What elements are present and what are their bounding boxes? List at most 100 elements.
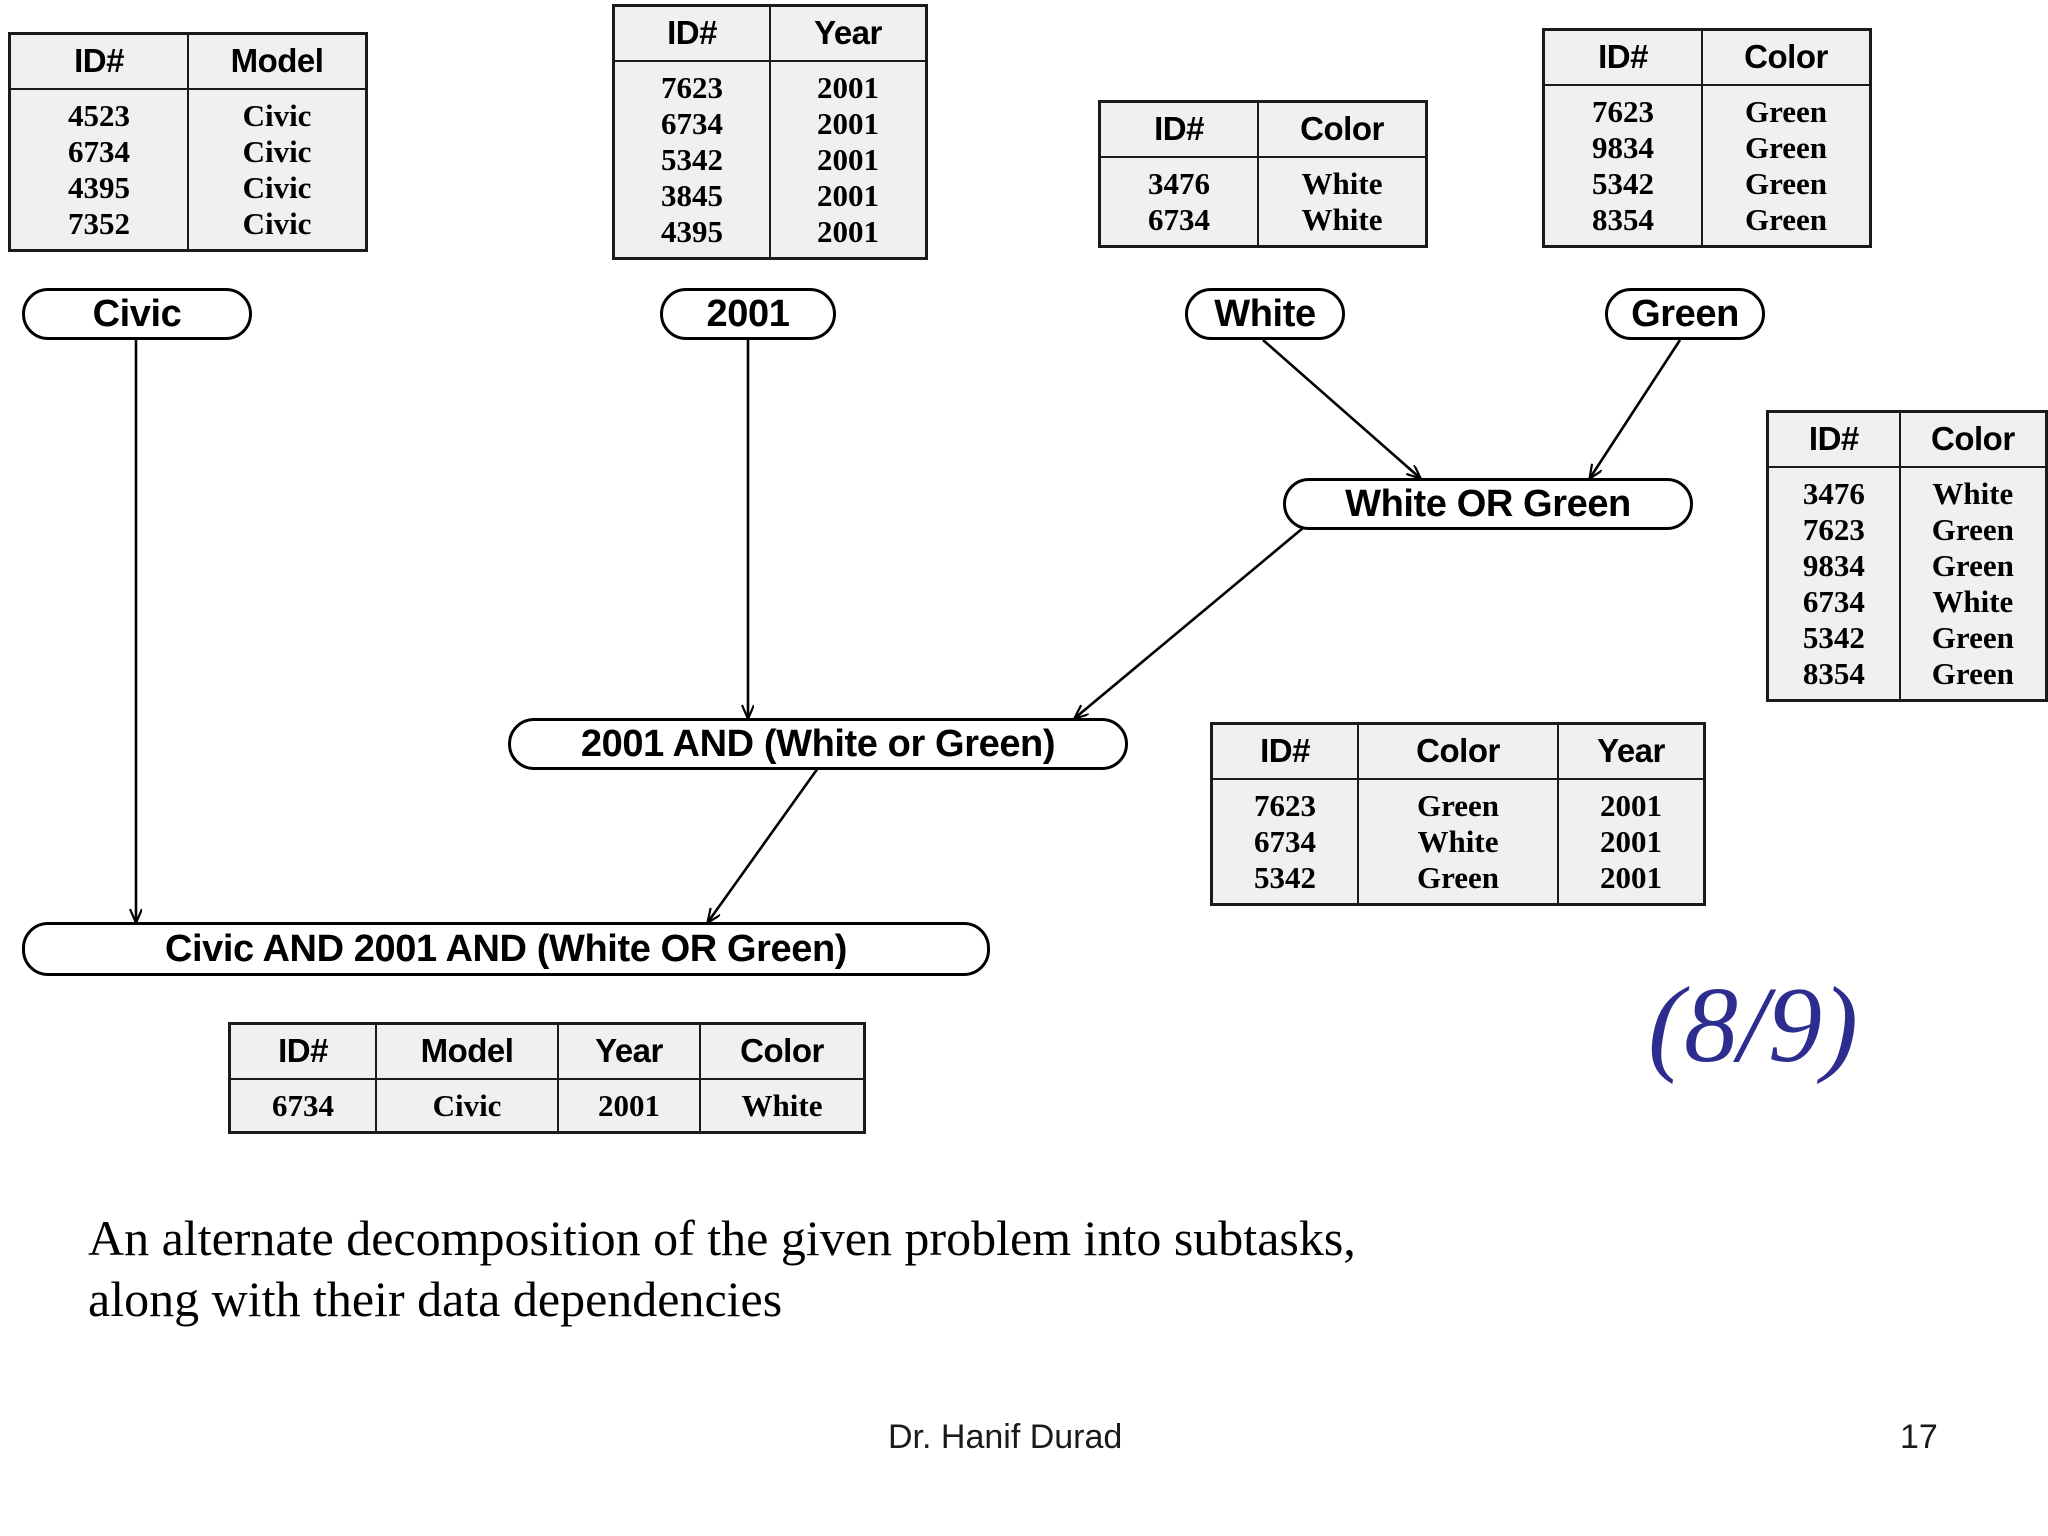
table-row: 4395 2001 xyxy=(612,214,928,259)
cell: 2001 xyxy=(769,214,928,259)
column-header: ID# xyxy=(1542,28,1703,86)
table-row: 7623 2001 xyxy=(612,61,928,106)
cell: 2001 xyxy=(769,61,928,106)
node-final-query[interactable]: Civic AND 2001 AND (White OR Green) xyxy=(22,922,990,976)
cell: Civic xyxy=(187,170,368,206)
table-row: 4395 Civic xyxy=(8,170,368,206)
table-green-color: ID# Color 7623 Green 9834 Green 5342 Gre… xyxy=(1542,28,1872,248)
table-row: 5342 Green xyxy=(1542,166,1872,202)
table-header-row: ID# Color Year xyxy=(1210,722,1706,780)
cell: Civic xyxy=(187,134,368,170)
table-white-color: ID# Color 3476 White 6734 White xyxy=(1098,100,1428,248)
column-header: ID# xyxy=(1098,100,1259,158)
table-row: 7623 Green xyxy=(1766,512,2048,548)
table-final-result: ID# Model Year Color 6734 Civic 2001 Whi… xyxy=(228,1022,866,1134)
cell: 2001 xyxy=(1557,824,1706,860)
cell: Green xyxy=(1357,779,1559,824)
table-row: 6734 White xyxy=(1766,584,2048,620)
cell: 2001 xyxy=(769,178,928,214)
table-row: 7623 Green 2001 xyxy=(1210,779,1706,824)
cell: Green xyxy=(1701,85,1872,130)
node-white[interactable]: White xyxy=(1185,288,1345,340)
cell: 8354 xyxy=(1542,202,1703,247)
table-header-row: ID# Model xyxy=(8,32,368,90)
node-civic[interactable]: Civic xyxy=(22,288,252,340)
table-row: 8354 Green xyxy=(1542,202,1872,247)
cell: 5342 xyxy=(1542,166,1703,202)
cell: 6734 xyxy=(612,106,771,142)
arrow-green-to-or xyxy=(1590,339,1682,478)
cell: 6734 xyxy=(228,1079,377,1133)
column-header: Model xyxy=(187,32,368,90)
cell: Green xyxy=(1898,620,2048,656)
cell: Green xyxy=(1701,166,1872,202)
cell: 3845 xyxy=(612,178,771,214)
cell: 7623 xyxy=(1542,85,1703,130)
table-year: ID# Year 7623 2001 6734 2001 5342 2001 3… xyxy=(612,4,928,260)
table-row: 4523 Civic xyxy=(8,89,368,134)
column-header: Color xyxy=(1357,722,1559,780)
cell: 8354 xyxy=(1766,656,1901,701)
table-row: 6734 White xyxy=(1098,202,1428,247)
column-header: Year xyxy=(557,1022,701,1080)
cell: Green xyxy=(1701,130,1872,166)
table-row: 9834 Green xyxy=(1542,130,1872,166)
table-row: 9834 Green xyxy=(1766,548,2048,584)
cell: 7623 xyxy=(1766,512,1901,548)
table-color-year: ID# Color Year 7623 Green 2001 6734 Whit… xyxy=(1210,722,1706,906)
cell: 4395 xyxy=(8,170,189,206)
column-header: Year xyxy=(769,4,928,62)
table-header-row: ID# Model Year Color xyxy=(228,1022,866,1080)
cell: White xyxy=(1257,157,1428,202)
node-white-or-green[interactable]: White OR Green xyxy=(1283,478,1693,530)
cell: 2001 xyxy=(769,106,928,142)
cell: 6734 xyxy=(1210,824,1359,860)
column-header: ID# xyxy=(612,4,771,62)
table-header-row: ID# Color xyxy=(1098,100,1428,158)
arrow-white-to-or xyxy=(1262,339,1420,478)
cell: 7352 xyxy=(8,206,189,251)
cell: Green xyxy=(1898,548,2048,584)
cell: 6734 xyxy=(8,134,189,170)
table-model: ID# Model 4523 Civic 6734 Civic 4395 Civ… xyxy=(8,32,368,252)
column-header: ID# xyxy=(1766,410,1901,468)
cell: 2001 xyxy=(1557,779,1706,824)
slide-progress-marker: (8/9) xyxy=(1648,966,1858,1085)
table-row: 6734 2001 xyxy=(612,106,928,142)
table-header-row: ID# Color xyxy=(1542,28,1872,86)
cell: Green xyxy=(1701,202,1872,247)
cell: 9834 xyxy=(1766,548,1901,584)
column-header: ID# xyxy=(8,32,189,90)
column-header: ID# xyxy=(1210,722,1359,780)
node-2001[interactable]: 2001 xyxy=(660,288,836,340)
cell: 2001 xyxy=(1557,860,1706,905)
table-row: 5342 2001 xyxy=(612,142,928,178)
cell: 5342 xyxy=(1210,860,1359,905)
table-row: 6734 Civic 2001 White xyxy=(228,1079,866,1133)
cell: 5342 xyxy=(612,142,771,178)
cell: Civic xyxy=(187,206,368,251)
table-header-row: ID# Color xyxy=(1766,410,2048,468)
arrow-or-to-and xyxy=(1075,527,1304,718)
cell: 3476 xyxy=(1766,467,1901,512)
table-white-or-green: ID# Color 3476 White 7623 Green 9834 Gre… xyxy=(1766,410,2048,702)
column-header: Model xyxy=(375,1022,559,1080)
table-row: 7352 Civic xyxy=(8,206,368,251)
cell: Green xyxy=(1357,860,1559,905)
cell: White xyxy=(1898,467,2048,512)
table-row: 3476 White xyxy=(1098,157,1428,202)
table-row: 5342 Green 2001 xyxy=(1210,860,1706,905)
column-header: Color xyxy=(1257,100,1428,158)
cell: Civic xyxy=(187,89,368,134)
cell: 7623 xyxy=(612,61,771,106)
arrow-and-to-final xyxy=(708,767,820,922)
cell: 2001 xyxy=(557,1079,701,1133)
cell: 4523 xyxy=(8,89,189,134)
node-green[interactable]: Green xyxy=(1605,288,1765,340)
node-2001-and-color[interactable]: 2001 AND (White or Green) xyxy=(508,718,1128,770)
cell: 7623 xyxy=(1210,779,1359,824)
cell: Civic xyxy=(375,1079,559,1133)
table-header-row: ID# Year xyxy=(612,4,928,62)
column-header: ID# xyxy=(228,1022,377,1080)
